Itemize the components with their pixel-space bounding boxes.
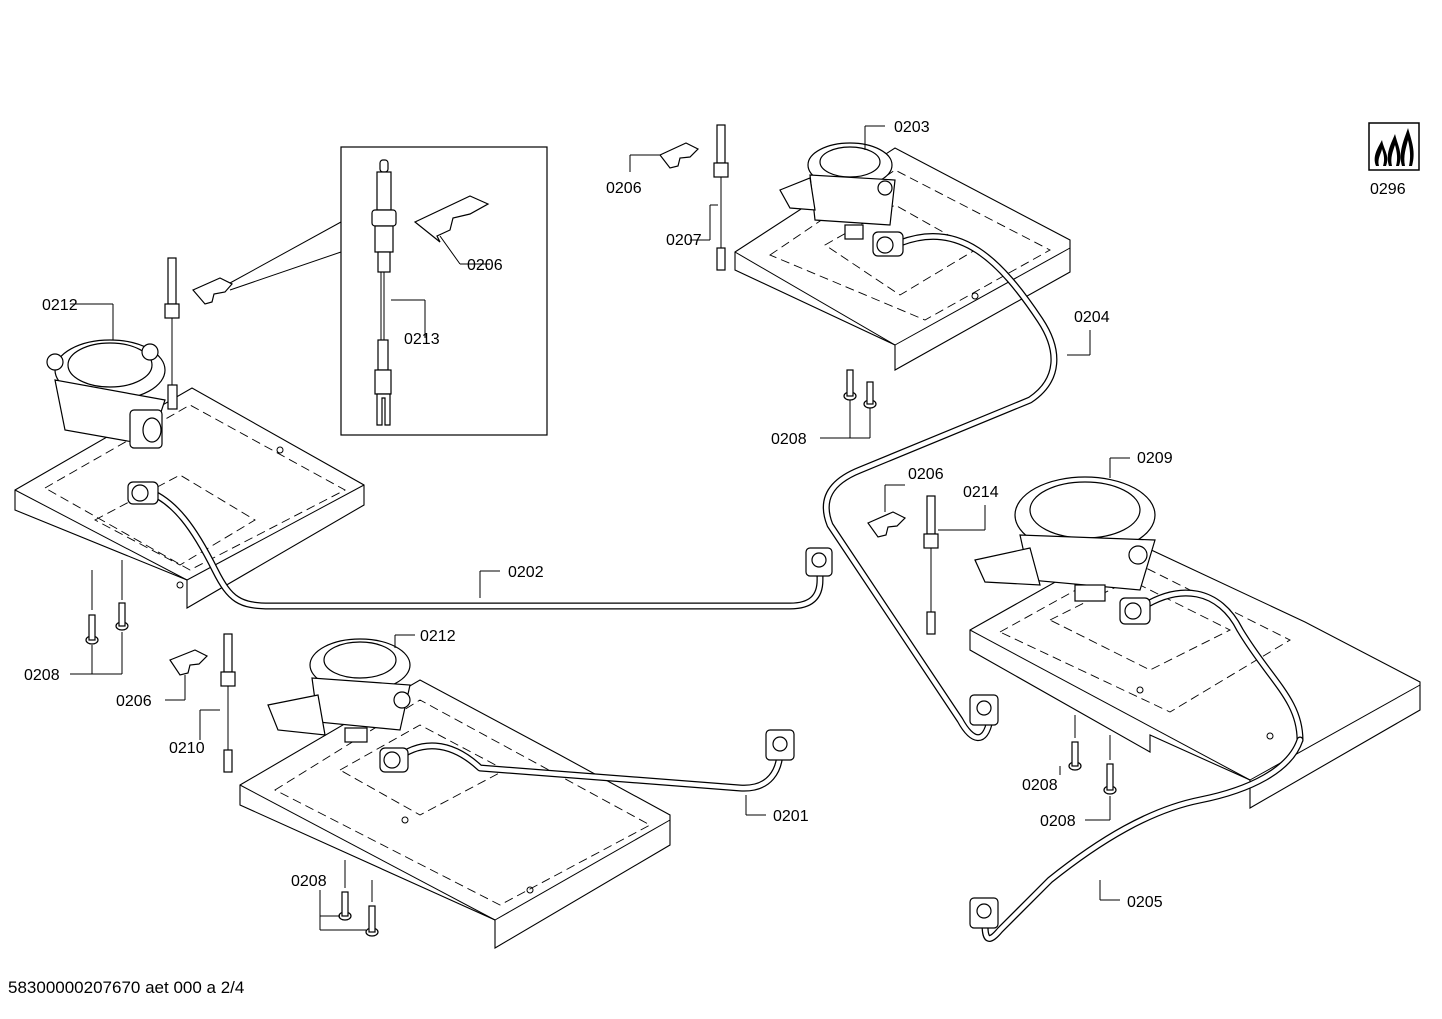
- screw-left-2: [115, 602, 129, 631]
- screw-top-1: [843, 369, 857, 401]
- label-0208-right-2: 0208: [1040, 813, 1076, 830]
- label-0202: 0202: [508, 564, 544, 581]
- screw-right-1: [1068, 741, 1082, 771]
- label-0212-top: 0212: [42, 297, 78, 314]
- label-0296: 0296: [1370, 181, 1406, 198]
- screw-left-1: [85, 614, 99, 645]
- label-0203: 0203: [894, 119, 930, 136]
- top-burner-assembly: [629, 124, 1071, 439]
- ignition-electrode-detail: [371, 159, 397, 426]
- label-0214: 0214: [963, 484, 999, 501]
- label-0212-bottom: 0212: [420, 628, 456, 645]
- label-0208-right-1: 0208: [1022, 777, 1058, 794]
- left-burner-assembly: [14, 257, 365, 675]
- screw-top-2: [863, 381, 877, 409]
- label-0208-top: 0208: [771, 431, 807, 448]
- label-0201: 0201: [773, 808, 809, 825]
- label-0206-top: 0206: [606, 180, 642, 197]
- gas-tube-0204: [822, 231, 1091, 742]
- label-0206-inset: 0206: [467, 257, 503, 274]
- label-0206-bottom: 0206: [116, 693, 152, 710]
- screw-right-2: [1103, 763, 1117, 795]
- right-burner-assembly: [867, 457, 1421, 821]
- gas-flame-icon: [1368, 122, 1420, 171]
- screw-bottom-2: [365, 905, 379, 937]
- screw-bottom-1: [338, 891, 352, 921]
- label-0208-bottom: 0208: [291, 873, 327, 890]
- gas-tube-0205: [969, 736, 1304, 942]
- detail-inset: [229, 146, 548, 436]
- label-0208-left: 0208: [24, 667, 60, 684]
- label-0207: 0207: [666, 232, 702, 249]
- label-0206-right: 0206: [908, 466, 944, 483]
- label-0209: 0209: [1137, 450, 1173, 467]
- drawing-reference: 58300000207670 aet 000 a 2/4: [8, 978, 245, 997]
- gas-tube-0202: [127, 481, 833, 610]
- label-0205: 0205: [1127, 894, 1163, 911]
- label-0213: 0213: [404, 331, 440, 348]
- label-0204: 0204: [1074, 309, 1110, 326]
- label-0210: 0210: [169, 740, 205, 757]
- retaining-clip-detail: [413, 195, 490, 243]
- bottom-burner-assembly: [165, 633, 795, 949]
